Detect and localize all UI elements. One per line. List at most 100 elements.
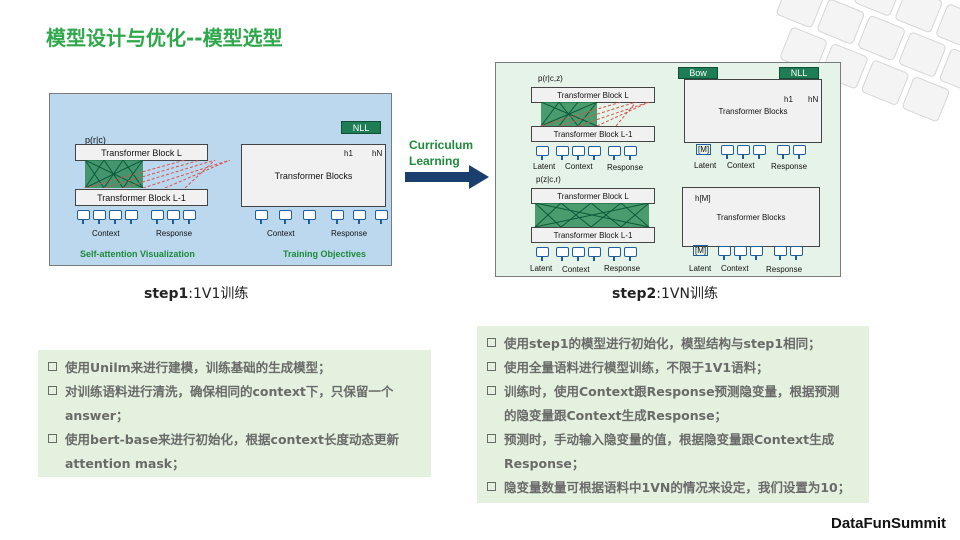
- token-icon: [572, 247, 585, 261]
- transformer-block-l: Transformer Block L: [75, 144, 208, 161]
- step2-label: step2:1VN训练: [612, 286, 718, 302]
- token-icon: [721, 145, 734, 159]
- caption-self-attention: Self-attention Visualization: [80, 249, 195, 259]
- token-icon: [750, 246, 763, 260]
- context-label: Context: [565, 162, 593, 171]
- prob-label-top: p(r|c,z): [538, 74, 563, 83]
- bullet-item: 训练时，使用Context跟Response预测隐变量，根据预测: [487, 380, 840, 404]
- bullet-item: 使用step1的模型进行初始化，模型结构与step1相同；: [487, 332, 821, 356]
- response-label: Response: [331, 229, 368, 238]
- token-icon: [624, 146, 637, 160]
- checkbox-icon: [487, 434, 496, 443]
- token-icon: [734, 246, 747, 260]
- nll-label: NLL: [341, 121, 381, 134]
- token-icon: [375, 210, 388, 224]
- token-icon: [536, 247, 549, 261]
- response-label: Response: [156, 229, 193, 238]
- step2-bullets: 使用step1的模型进行初始化，模型结构与step1相同； 使用全量语料进行模型…: [477, 326, 869, 503]
- h1-label: h1: [784, 95, 793, 104]
- token-icon: [608, 146, 621, 160]
- mask-token: [M]: [696, 144, 712, 155]
- step1-diagram: p(r|c) Transformer Block L Transformer B…: [49, 93, 392, 266]
- token-icon: [353, 210, 366, 224]
- token-icon: [331, 210, 344, 224]
- checkbox-icon: [48, 362, 57, 371]
- token-icon: [588, 247, 601, 261]
- step2-diagram: p(r|c,z) Transformer Block L Transformer…: [495, 62, 841, 277]
- context-label: Context: [721, 264, 749, 273]
- checkbox-icon: [487, 482, 496, 491]
- token-icon: [109, 210, 122, 224]
- bullet-item: 使用全量语料进行模型训练，不限于1V1语料；: [487, 356, 769, 380]
- response-label: Response: [771, 162, 808, 171]
- checkbox-icon: [487, 338, 496, 347]
- token-icon: [125, 210, 138, 224]
- step1-bullets: 使用Unilm来进行建模，训练基础的生成模型； 对训练语料进行清洗，确保相同的c…: [38, 350, 431, 477]
- token-icon: [151, 210, 164, 224]
- context-label: Context: [727, 161, 755, 170]
- token-icon: [790, 246, 803, 260]
- prob-label: p(r|c): [85, 135, 106, 145]
- token-icon: [556, 247, 569, 261]
- hn-label: hN: [372, 149, 383, 158]
- caption-training-objectives: Training Objectives: [283, 249, 367, 259]
- mask-token: [M]: [693, 245, 709, 256]
- hm-label: h[M]: [695, 194, 711, 203]
- token-icon: [737, 145, 750, 159]
- page-title: 模型设计与优化--模型选型: [46, 26, 283, 50]
- token-icon: [303, 210, 316, 224]
- token-icon: [777, 145, 790, 159]
- token-icon: [93, 210, 106, 224]
- token-icon: [624, 247, 637, 261]
- checkbox-icon: [48, 386, 57, 395]
- bow-label: Bow: [678, 67, 718, 79]
- latent-label: Latent: [689, 264, 712, 273]
- brand-logo: DataFunSummit: [830, 515, 946, 532]
- transformer-blocks: Transformer Blocks: [241, 144, 386, 207]
- bullet-continuation: 的隐变量跟Context生成Response；: [504, 408, 728, 423]
- token-icon: [183, 210, 196, 224]
- token-icon: [556, 146, 569, 160]
- h1-label: h1: [344, 149, 353, 158]
- transformer-block-l-top: Transformer Block L: [531, 87, 655, 103]
- token-icon: [793, 145, 806, 159]
- bullet-item: 预测时，手动输入隐变量的值，根据隐变量跟Context生成: [487, 428, 834, 452]
- transformer-block-l-1-top: Transformer Block L-1: [531, 126, 655, 142]
- token-icon: [718, 246, 731, 260]
- transformer-block-l-bottom: Transformer Block L: [531, 188, 655, 204]
- token-icon: [753, 145, 766, 159]
- token-icon: [774, 246, 787, 260]
- bullet-item: 隐变量数量可根据语料中1VN的情况来设定，我们设置为10；: [487, 476, 850, 500]
- response-label: Response: [766, 265, 803, 274]
- token-icon: [167, 210, 180, 224]
- hn-label: hN: [808, 95, 819, 104]
- prob-label-bottom: p(z|c,r): [536, 175, 561, 184]
- checkbox-icon: [487, 386, 496, 395]
- checkbox-icon: [48, 434, 57, 443]
- token-icon: [279, 210, 292, 224]
- transformer-block-l-1: Transformer Block L-1: [75, 189, 208, 206]
- latent-label: Latent: [530, 264, 553, 273]
- arrow-right-icon: [405, 165, 489, 189]
- token-icon: [588, 146, 601, 160]
- token-icon: [255, 210, 268, 224]
- response-label: Response: [604, 264, 641, 273]
- context-label: Context: [562, 265, 590, 274]
- checkbox-icon: [487, 362, 496, 371]
- token-icon: [536, 146, 549, 160]
- context-label: Context: [267, 229, 295, 238]
- step1-label: step1:1V1训练: [144, 286, 249, 302]
- transformer-blocks-top: Transformer Blocks: [684, 79, 822, 143]
- bullet-continuation: Response；: [504, 456, 585, 471]
- attention-lines: [534, 203, 650, 227]
- nll-label: NLL: [779, 67, 819, 79]
- token-icon: [608, 247, 621, 261]
- bullet-item: 使用Unilm来进行建模，训练基础的生成模型；: [48, 356, 331, 380]
- transformer-block-l-1-bottom: Transformer Block L-1: [531, 227, 655, 243]
- context-label: Context: [92, 229, 120, 238]
- response-label: Response: [607, 163, 644, 172]
- attention-lines: [540, 102, 650, 126]
- attention-lines: [84, 160, 231, 188]
- latent-label: Latent: [533, 162, 556, 171]
